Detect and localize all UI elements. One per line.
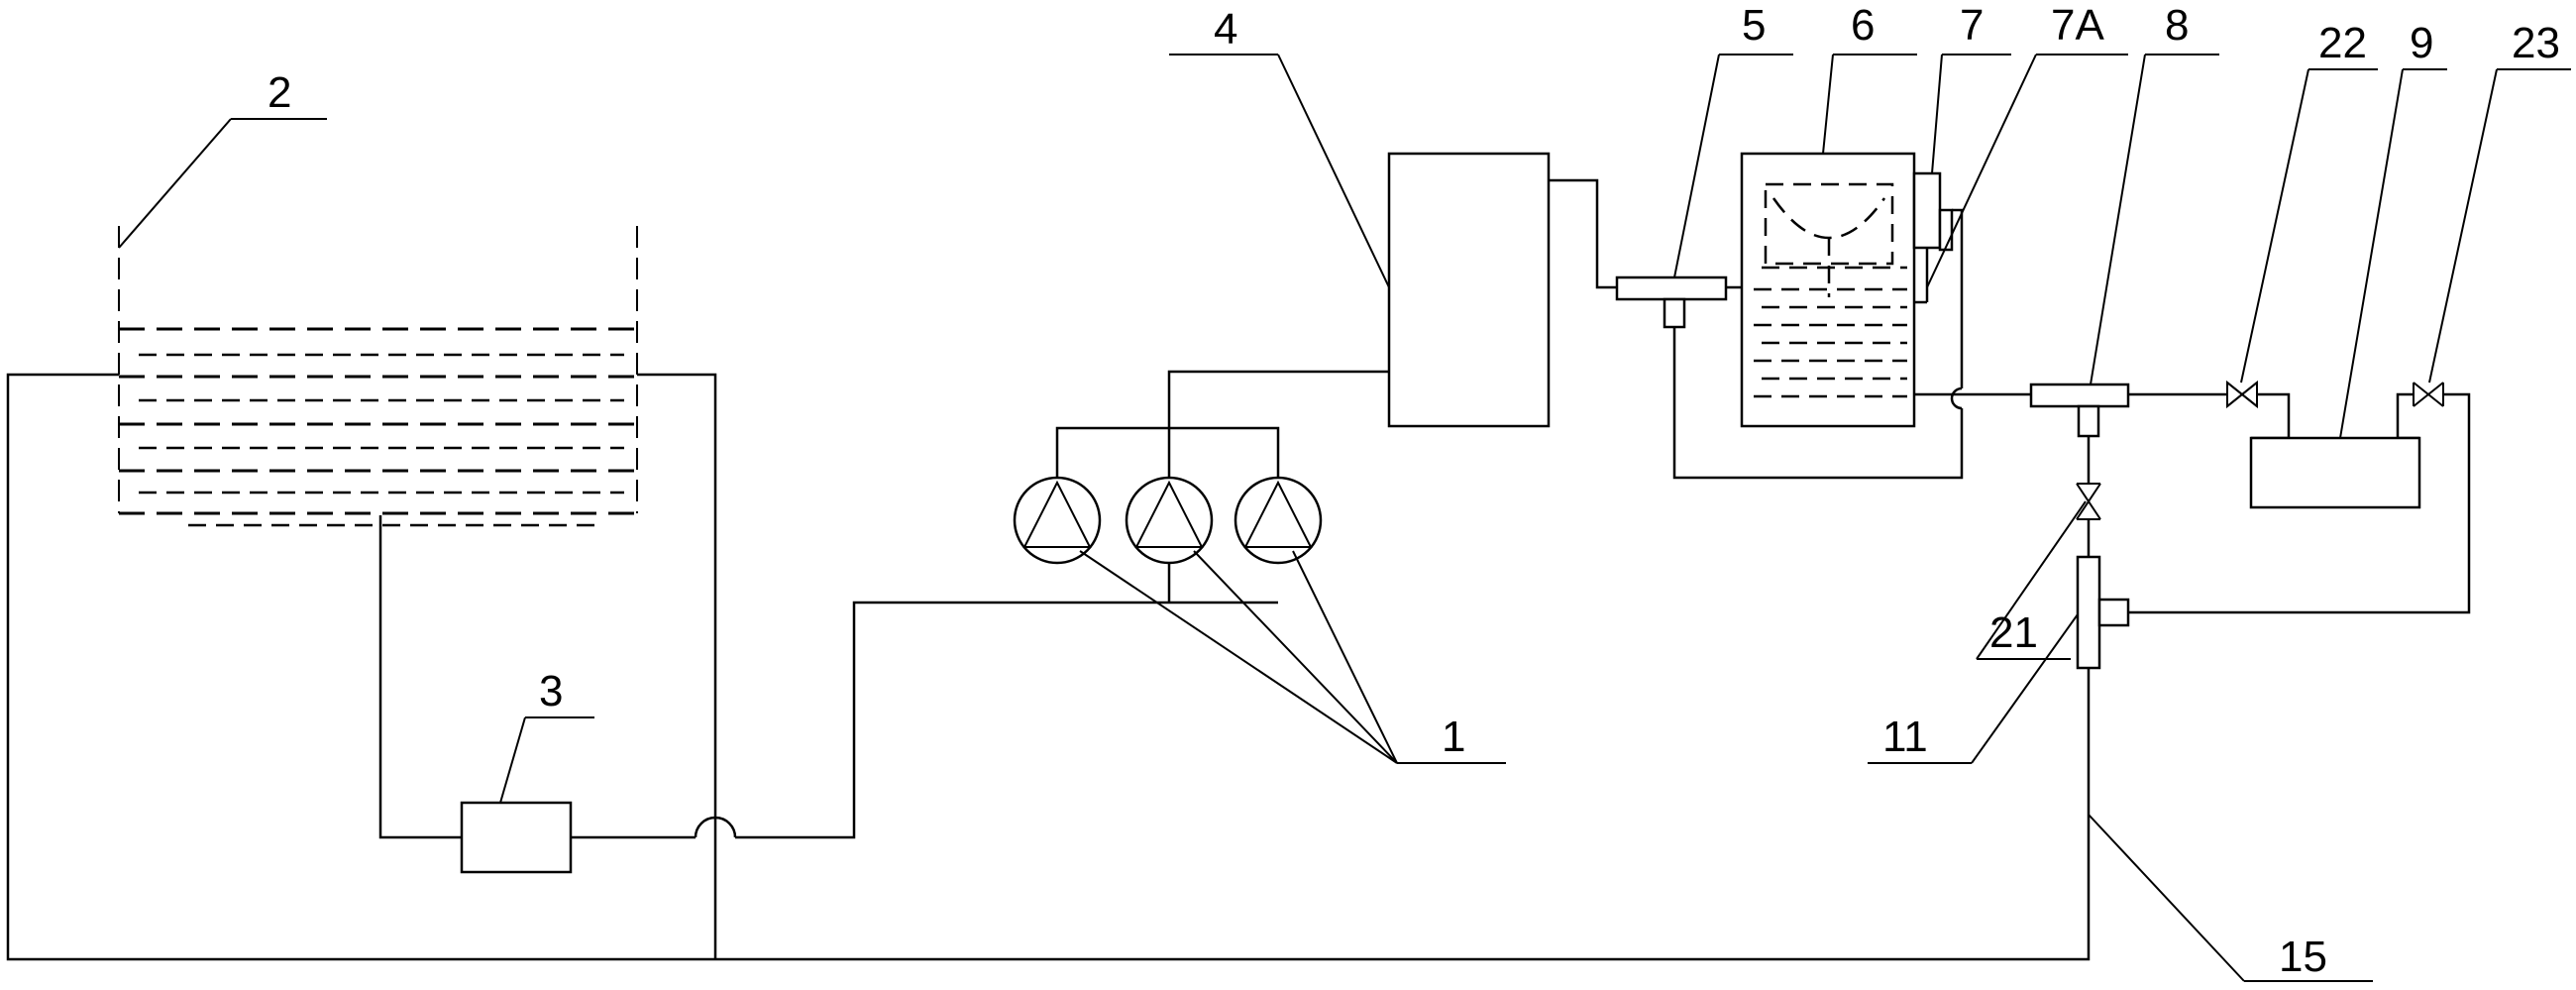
unit-3 [460,801,573,874]
label-9: 9 [2410,19,2433,67]
filter-basket-7 [1764,171,1954,304]
label-1: 1 [1442,713,1465,761]
pump-1a [1013,476,1102,565]
label-15: 15 [2279,933,2327,981]
label-2: 2 [268,68,291,117]
valve-22 [2226,380,2258,409]
tank-6 [1740,152,1916,428]
valve-23 [2413,382,2444,407]
tee-5 [1615,275,1728,329]
label-3: 3 [539,667,563,715]
callout-labels: 2 3 1 4 5 6 7 7A 8 22 9 23 21 11 15 [268,1,2560,981]
tee-11 [2076,555,2130,670]
label-8: 8 [2165,1,2189,50]
label-7a: 7A [2051,1,2104,50]
label-22: 22 [2318,19,2367,67]
reservoir-tank-2 [118,226,638,527]
label-6: 6 [1851,1,1875,50]
piping [6,178,2471,961]
label-7: 7 [1960,1,1984,50]
leader-lines [118,54,2571,982]
label-23: 23 [2512,19,2560,67]
unit-9 [2249,436,2421,509]
label-21: 21 [1989,608,2038,657]
label-4: 4 [1214,5,1237,54]
unit-4 [1387,152,1551,428]
tee-8 [2029,383,2130,438]
pump-1b [1125,476,1214,565]
label-5: 5 [1742,1,1766,50]
valve-21 [2076,483,2101,520]
pump-1c [1234,476,1323,565]
label-11: 11 [1882,713,1928,761]
